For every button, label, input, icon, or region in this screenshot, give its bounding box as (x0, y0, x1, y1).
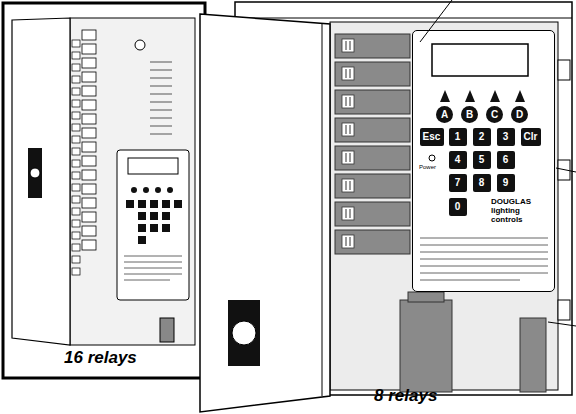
small-print (150, 62, 172, 134)
function-key: B (461, 106, 478, 123)
power-supplies (400, 292, 546, 392)
keypad-key: 4 (449, 151, 467, 169)
keypad-key: 1 (449, 128, 467, 146)
key-legend: 9 (503, 177, 509, 188)
cabinet-flange (235, 18, 572, 19)
brand-logo: DOUGLAS lighting controls (491, 197, 551, 224)
hinge-tabs (558, 60, 570, 320)
key-legend: 2 (479, 131, 485, 142)
key-legend: B (466, 109, 473, 120)
key-legend: 0 (455, 201, 461, 212)
small-screw (135, 40, 145, 50)
keypad-key: 6 (497, 151, 515, 169)
key-legend: 5 (479, 154, 485, 165)
keypad-key: 0 (449, 198, 467, 216)
small-door (12, 18, 70, 345)
caption-label: 16 relays (64, 348, 137, 368)
keypad-key: 3 (497, 128, 515, 146)
keypad-face (412, 30, 555, 292)
led-label: Power (419, 164, 436, 170)
keypad-key: Esc (420, 128, 444, 146)
key-legend: 3 (503, 131, 509, 142)
inset-frame (3, 3, 205, 378)
function-key: C (486, 106, 503, 123)
key-legend: Esc (423, 131, 441, 142)
keypad-panel: DOUGLAS lighting controls A B C D Esc 1 2 3 Clr 4 5… (412, 30, 555, 292)
key-legend: 7 (455, 177, 461, 188)
small-relays (82, 30, 96, 250)
keypad-key: 5 (473, 151, 491, 169)
small-keypad (117, 150, 189, 300)
keypad-key: 2 (473, 128, 491, 146)
keypad-key: 8 (473, 174, 491, 192)
caption-label: 8 relays (374, 386, 437, 406)
key-legend: 8 (479, 177, 485, 188)
key-legend: 4 (455, 154, 461, 165)
key-legend: C (491, 109, 498, 120)
relay-modules (335, 34, 410, 254)
door-handle (228, 300, 260, 366)
door (200, 14, 330, 412)
leader-lines (420, 0, 576, 326)
small-battery (160, 318, 174, 342)
key-legend: 1 (455, 131, 461, 142)
key-legend: D (516, 109, 523, 120)
door-lock (232, 321, 256, 345)
small-cabinet (70, 18, 195, 345)
function-key: A (436, 106, 453, 123)
key-legend: Clr (524, 131, 538, 142)
small-lock (30, 168, 40, 178)
function-key: D (511, 106, 528, 123)
small-terminals (72, 40, 80, 275)
door-edge (322, 24, 323, 396)
keypad-key: 9 (497, 174, 515, 192)
key-legend: 6 (503, 154, 509, 165)
key-legend: A (441, 109, 448, 120)
keypad-key: 7 (449, 174, 467, 192)
keypad-key: Clr (521, 128, 541, 146)
small-handle (28, 148, 42, 198)
